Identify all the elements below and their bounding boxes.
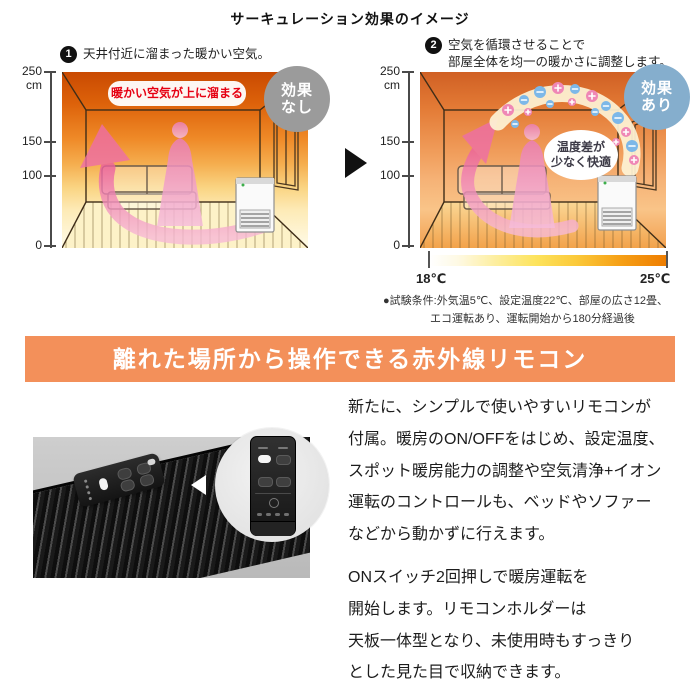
before-tick-100 bbox=[44, 175, 56, 177]
test-conditions-line1: ●試験条件:外気温5℃、設定温度22℃、部屋の広さ12畳、 bbox=[383, 295, 668, 307]
before-axis-line bbox=[50, 72, 52, 248]
scale-tick-max bbox=[666, 251, 668, 268]
page-title: サーキュレーション効果のイメージ bbox=[230, 11, 470, 27]
body-line: とした見た目で収納できます。 bbox=[348, 664, 571, 682]
after-axis-cm: cm bbox=[384, 78, 400, 92]
before-tick-0 bbox=[44, 245, 56, 247]
before-axis-100: 100 bbox=[21, 168, 42, 182]
before-axis-150: 150 bbox=[21, 134, 42, 148]
before-caption: 天井付近に溜まった暖かい空気。 bbox=[83, 47, 271, 61]
after-tick-100 bbox=[402, 175, 414, 177]
remote-off-button bbox=[276, 455, 291, 465]
before-tick-250 bbox=[44, 71, 56, 73]
before-axis-0: 0 bbox=[35, 238, 42, 252]
body-line: 天板一体型となり、未使用時もすっきり bbox=[348, 632, 635, 650]
heater-unit bbox=[235, 177, 275, 233]
effect-badge: 効果 あり bbox=[624, 64, 690, 130]
after-room-art bbox=[419, 71, 667, 249]
after-caption: 空気を循環させることで 部屋全体を均一の暖かさに調整します。 bbox=[448, 38, 672, 69]
after-axis-150: 150 bbox=[379, 134, 400, 148]
person-silhouette bbox=[157, 122, 203, 226]
test-conditions-line2: エコ運転あり、運転開始から180分経過後 bbox=[430, 313, 635, 325]
after-tick-150 bbox=[402, 141, 414, 143]
section-heading-banner: 離れた場所から操作できる赤外線リモコン bbox=[25, 336, 675, 382]
step-1-badge: 1 bbox=[60, 46, 77, 63]
body-line: などから動かずに行えます。 bbox=[348, 526, 555, 544]
temperature-gradient-bar bbox=[430, 255, 666, 266]
after-axis-0: 0 bbox=[393, 238, 400, 252]
arrow-right-icon bbox=[345, 148, 367, 178]
scale-min-label: 18℃ bbox=[416, 271, 447, 286]
callout-arrow-left-icon bbox=[191, 475, 206, 495]
after-room-diagram: 温度差が 少なく快適 bbox=[419, 71, 667, 249]
after-axis-line bbox=[408, 72, 410, 248]
after-tick-250 bbox=[402, 71, 414, 73]
body-line: 運転のコントロールも、ベッドやソファー bbox=[348, 494, 652, 512]
ion-particles bbox=[502, 82, 639, 165]
body-line: 付属。暖房のON/OFFをはじめ、設定温度、 bbox=[348, 430, 665, 448]
body-line: 新たに、シンプルで使いやすいリモコンが bbox=[348, 399, 652, 416]
heater-unit bbox=[597, 175, 637, 231]
scale-max-label: 25℃ bbox=[640, 271, 671, 286]
circulation-arrow bbox=[80, 124, 275, 245]
warm-air-ceiling-label: 暖かい空気が上に溜まる bbox=[108, 81, 246, 106]
temperature-scale: 18℃ 25℃ bbox=[416, 251, 671, 291]
before-axis-250: 250 bbox=[21, 64, 42, 78]
remote-description-text: 新たに、シンプルで使いやすいリモコンが 付属。暖房のON/OFFをはじめ、設定温… bbox=[348, 392, 698, 689]
body-line: スポット暖房能力の調整や空気清浄+イオン bbox=[348, 462, 662, 480]
body-line: ONスイッチ2回押しで暖房運転を bbox=[348, 568, 589, 586]
remote-on-button bbox=[258, 455, 271, 463]
body-line: 開始します。リモコンホルダーは bbox=[348, 600, 587, 618]
comfort-bubble: 温度差が 少なく快適 bbox=[544, 130, 618, 180]
after-axis-100: 100 bbox=[379, 168, 400, 182]
step-2-badge: 2 bbox=[425, 37, 442, 54]
after-axis-250: 250 bbox=[379, 64, 400, 78]
scale-tick-min bbox=[428, 251, 430, 268]
remote-control-detail bbox=[250, 436, 296, 536]
after-tick-0 bbox=[402, 245, 414, 247]
remote-zoom-inset bbox=[215, 428, 329, 542]
circulation-arrow bbox=[461, 118, 579, 238]
no-effect-badge: 効果 なし bbox=[264, 66, 330, 132]
before-axis-cm: cm bbox=[26, 78, 42, 92]
person-silhouette bbox=[509, 124, 555, 228]
before-tick-150 bbox=[44, 141, 56, 143]
